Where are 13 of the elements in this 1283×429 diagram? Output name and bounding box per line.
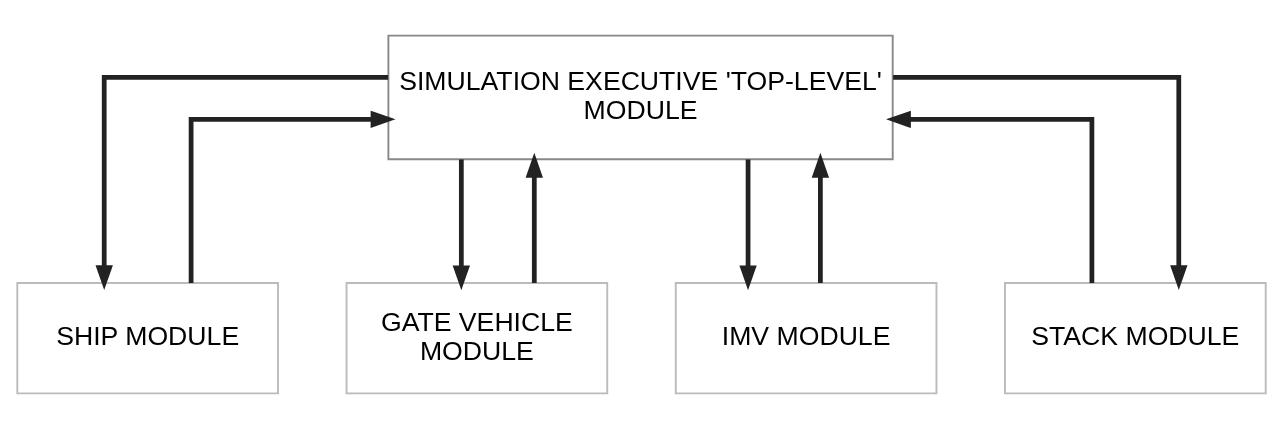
arrow (893, 75, 1188, 291)
node-box: SIMULATION EXECUTIVE 'TOP-LEVEL' MODULE (387, 34, 894, 161)
arrow (525, 152, 543, 283)
arrow (739, 159, 757, 291)
node-box: IMV MODULE (674, 282, 938, 395)
node-box: STACK MODULE (1004, 282, 1267, 395)
arrow (95, 75, 389, 291)
arrow (452, 159, 471, 291)
node-box: GATE VEHICLE MODULE (345, 282, 609, 395)
arrow (811, 152, 830, 283)
node-box: SHIP MODULE (16, 282, 279, 395)
arrow (188, 110, 396, 283)
arrow (886, 110, 1095, 283)
